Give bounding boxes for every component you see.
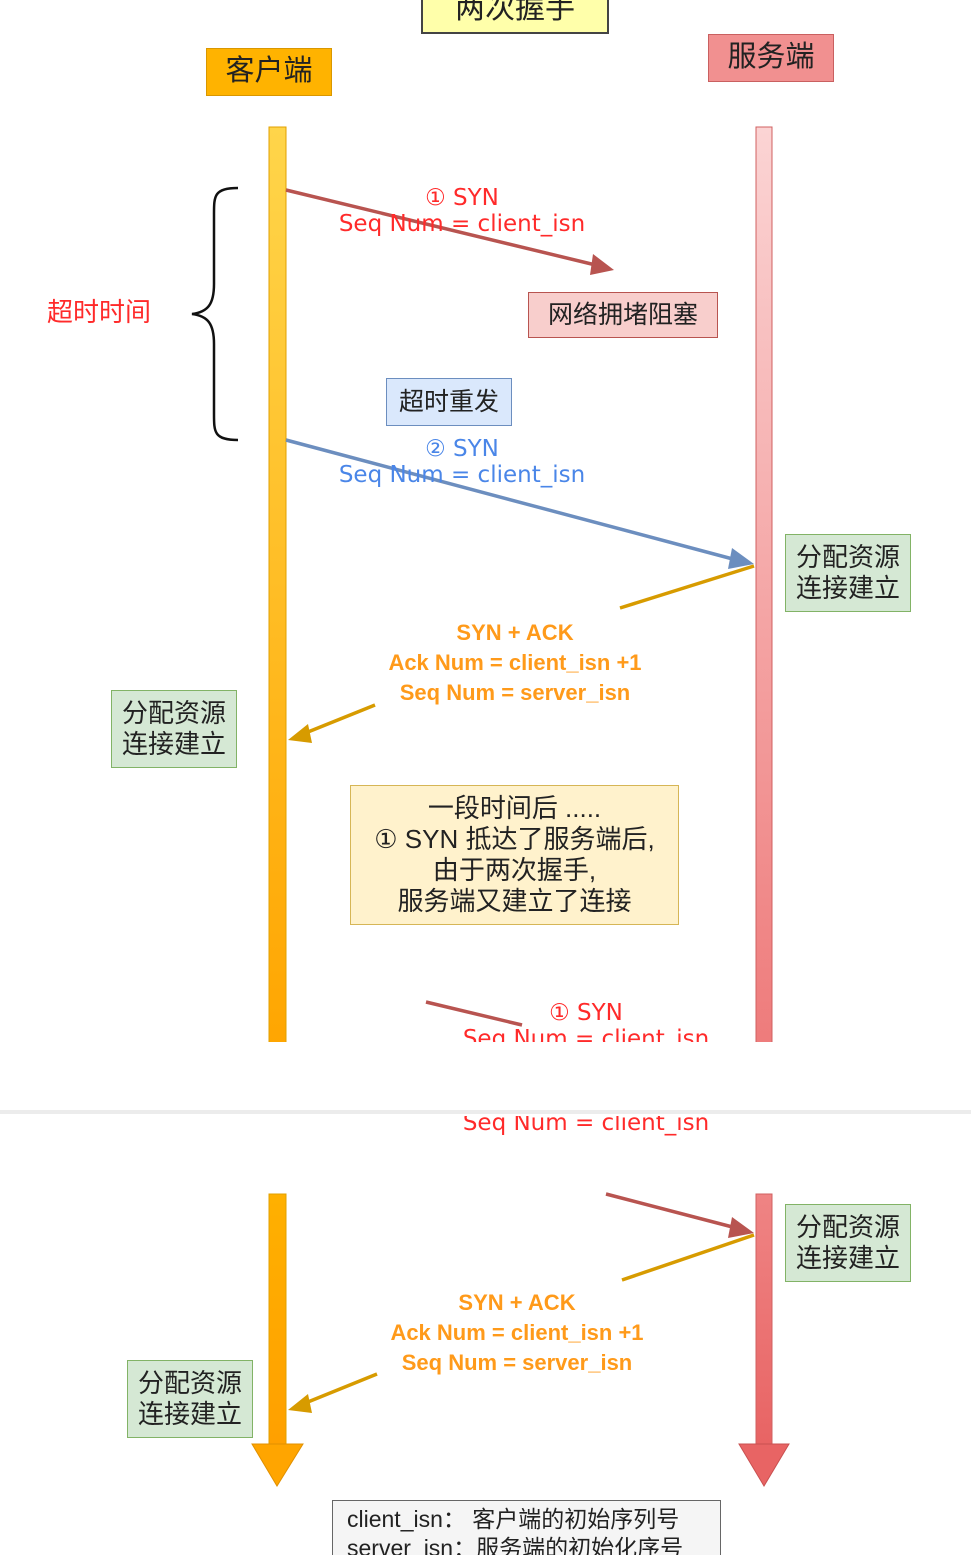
synack-label-line1: SYN + ACK <box>456 620 574 645</box>
client-allocate2-line1: 分配资源 <box>137 1368 242 1399</box>
syn2-label-line2: Seq Num = client_isn <box>338 461 586 488</box>
note-line3: 由于两次握手, <box>432 855 597 885</box>
server-lifeline-arrowhead <box>738 1443 790 1487</box>
server-allocate2-line2: 连接建立 <box>795 1243 900 1273</box>
syn2-arrow-head <box>728 548 754 569</box>
diagram-top-svg <box>191 126 773 1042</box>
client-lifeline <box>268 126 287 1042</box>
note-line1: 一段时间后 ..... <box>427 792 602 823</box>
client-allocate2-line2: 连接建立 <box>137 1399 242 1429</box>
client-allocate-box-2: 分配资源 连接建立 <box>127 1360 253 1438</box>
synack2-label-line1: SYN + ACK <box>458 1290 576 1315</box>
syn1-delayed-line1: ① SYN <box>549 1000 623 1026</box>
synack2-label-line3: Seq Num = server_isn <box>401 1350 633 1375</box>
client-lifeline-arrowhead <box>251 1443 304 1487</box>
synack2-arrow-line-upper <box>621 1233 755 1282</box>
syn1-arrow-line <box>285 188 609 270</box>
syn1-label: ① SYN Seq Num = client_isn <box>338 185 586 238</box>
client-allocate-line2: 连接建立 <box>121 729 226 759</box>
server-allocate-line2: 连接建立 <box>795 573 900 603</box>
panel-divider <box>0 1110 971 1114</box>
synack2-label-line2: Ack Num = client_isn +1 <box>390 1320 644 1345</box>
server-allocate2-line1: 分配资源 <box>795 1212 900 1243</box>
synack2-label: SYN + ACK Ack Num = client_isn +1 Seq Nu… <box>366 1288 668 1378</box>
diagram-title: 两次握手 <box>421 0 609 34</box>
server-label: 服务端 <box>708 34 834 82</box>
client-allocate-line1: 分配资源 <box>121 698 226 729</box>
synack2-arrow-line-lower <box>297 1372 378 1408</box>
synack-label-line3: Seq Num = server_isn <box>399 680 631 705</box>
syn1-delayed-arrow-line <box>425 1000 523 1027</box>
client-allocate-box: 分配资源 连接建立 <box>111 690 237 768</box>
note-line2: ① SYN 抵达了服务端后, <box>374 823 655 854</box>
synack-label-line2: Ack Num = client_isn +1 <box>388 650 642 675</box>
server-allocate-box-2: 分配资源 连接建立 <box>785 1204 911 1282</box>
syn1-arrow-head <box>590 254 614 275</box>
explanation-note: 一段时间后 ..... ① SYN 抵达了服务端后, 由于两次握手, 服务端又建… <box>350 785 679 925</box>
server-lifeline <box>755 126 773 1042</box>
synack-arrow-line-upper <box>619 564 755 610</box>
retransmit-box: 超时重发 <box>386 378 512 426</box>
note-line4: 服务端又建立了连接 <box>397 886 632 917</box>
syn2-arrow-line <box>285 438 745 564</box>
congestion-box: 网络拥堵阻塞 <box>528 292 718 338</box>
legend-line2: server_isn：服务端的初始化序号 <box>347 1534 684 1555</box>
synack-arrow-head <box>288 724 312 743</box>
synack2-arrow-head <box>288 1394 312 1413</box>
syn2-label: ② SYN Seq Num = client_isn <box>338 436 586 489</box>
diagram-bottom-svg <box>251 1192 790 1487</box>
syn1-delayed-arrow-head <box>728 1217 754 1238</box>
syn1-delayed-label: ① SYN Seq Num = client_isn <box>462 1000 710 1042</box>
client-label: 客户端 <box>206 48 332 96</box>
syn1-delayed-line2: Seq Num = client_isn <box>462 1025 710 1042</box>
client-lifeline-lower <box>268 1193 287 1445</box>
legend-line1: client_isn： 客户端的初始序列号 <box>347 1506 680 1532</box>
server-allocate-box: 分配资源 连接建立 <box>785 534 911 612</box>
diagram-bottom-panel: ① SYN Seq Num = client_isn 分配资源 连接建立 SYN… <box>0 1116 971 1555</box>
legend-box: client_isn： 客户端的初始序列号 server_isn：服务端的初始化… <box>332 1500 721 1555</box>
timeout-label: 超时时间 <box>47 297 152 327</box>
syn1-label-line2: Seq Num = client_isn <box>338 210 586 237</box>
diagram-top-panel: 两次握手 客户端 服务端 超时时间 ① SYN Seq Num = client… <box>47 0 911 1042</box>
timeout-brace <box>191 186 239 442</box>
server-lifeline-lower <box>755 1193 773 1445</box>
syn1-delayed-arrow-line-lower <box>605 1192 745 1232</box>
syn1-delayed-cont-line2: Seq Num = client_isn <box>462 1116 710 1136</box>
syn1-delayed-label-continued: ① SYN Seq Num = client_isn <box>462 1116 710 1137</box>
synack-arrow-line-lower <box>297 703 376 738</box>
syn2-label-line1: ② SYN <box>425 436 499 462</box>
syn1-label-line1: ① SYN <box>425 185 499 211</box>
synack-label: SYN + ACK Ack Num = client_isn +1 Seq Nu… <box>364 618 666 708</box>
server-allocate-line1: 分配资源 <box>795 542 900 573</box>
